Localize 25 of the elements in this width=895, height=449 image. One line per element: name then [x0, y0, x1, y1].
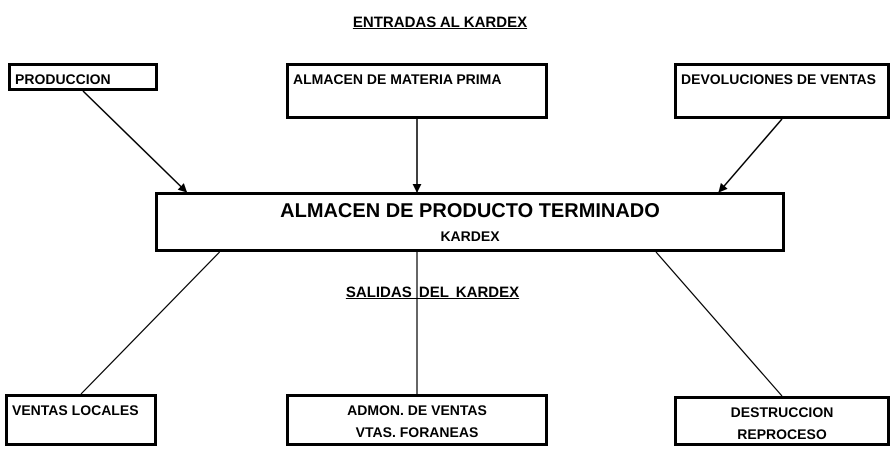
node-text: DESTRUCCION	[730, 403, 834, 422]
node-text: REPROCESO	[737, 425, 827, 444]
process-box	[674, 396, 890, 446]
process-box	[286, 394, 548, 446]
process-box	[155, 192, 785, 252]
diagram-title: ENTRADAS AL KARDEX	[352, 14, 528, 31]
node-text: VTAS. FORANEAS	[356, 423, 478, 442]
section-heading: SALIDAS DEL KARDEX	[344, 284, 520, 301]
node-text: ALMACEN DE MATERIA PRIMA	[293, 70, 502, 89]
arrow	[718, 118, 783, 193]
node-text: ALMACEN DE PRODUCTO TERMINADO	[280, 199, 660, 224]
connector-line	[656, 252, 782, 396]
process-box	[286, 63, 548, 119]
connector-line	[80, 252, 220, 394]
arrow	[412, 119, 422, 193]
process-box	[8, 63, 158, 91]
node-text: PRODUCCION	[15, 70, 111, 89]
node-text: VENTAS LOCALES	[12, 401, 139, 420]
connector-line	[416, 252, 418, 394]
node-text: KARDEX	[440, 227, 500, 246]
arrow	[82, 90, 188, 193]
node-text: ADMON. DE VENTAS	[347, 401, 487, 420]
process-box	[674, 63, 890, 119]
node-text: DEVOLUCIONES DE VENTAS	[681, 70, 876, 89]
process-box	[5, 394, 157, 446]
